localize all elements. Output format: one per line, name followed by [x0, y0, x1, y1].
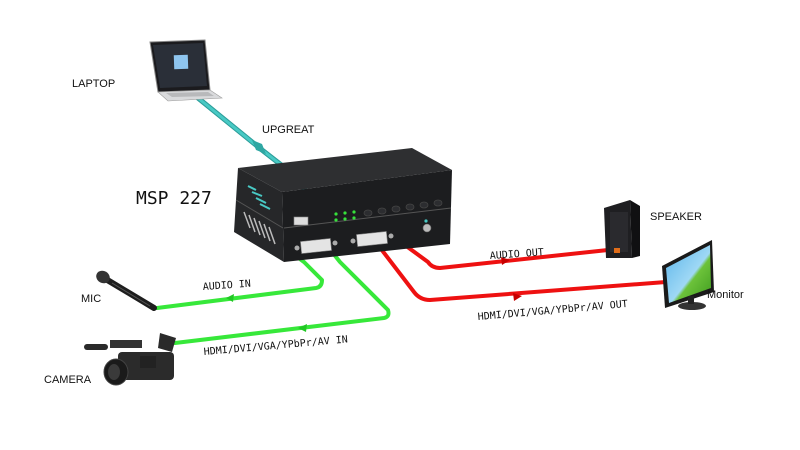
led-indicators — [334, 210, 356, 222]
arrow-icon — [501, 257, 510, 265]
cable-audio-out — [396, 238, 610, 270]
arrow-icon — [513, 293, 522, 301]
video-out-label: HDMI/DVI/VGA/YPbPr/AV OUT — [477, 299, 628, 323]
cable-connector-icon — [252, 140, 266, 154]
audio-in-label: AUDIO IN — [202, 279, 251, 293]
usb-port-icon — [293, 216, 309, 226]
speaker-label: SPEAKER — [650, 211, 702, 223]
arrow-icon — [226, 294, 234, 302]
upgrade-label: UPGREAT — [262, 124, 315, 136]
dvi-port-input — [294, 238, 338, 254]
cable-video-in — [173, 250, 391, 345]
vent-icon — [247, 185, 271, 210]
arrow-icon — [298, 324, 307, 332]
cable-audio-in — [155, 254, 324, 310]
monitor-label: Monitor — [707, 289, 744, 301]
speaker-icon — [604, 200, 640, 258]
front-buttons — [363, 199, 443, 217]
mic-label: MIC — [81, 293, 101, 305]
audio-out-label: AUDIO OUT — [489, 247, 544, 262]
laptop-icon — [149, 39, 223, 102]
monitor-icon — [662, 240, 714, 310]
msp-227-device — [234, 148, 452, 262]
power-jack-icon — [422, 223, 432, 233]
microphone-icon — [96, 270, 157, 311]
device-name: MSP 227 — [136, 188, 212, 209]
dvi-port-output — [350, 231, 394, 247]
camera-label: CAMERA — [44, 374, 92, 386]
camera-icon — [84, 333, 176, 386]
cable-video-out — [376, 243, 668, 302]
laptop-label: LAPTOP — [72, 78, 115, 90]
